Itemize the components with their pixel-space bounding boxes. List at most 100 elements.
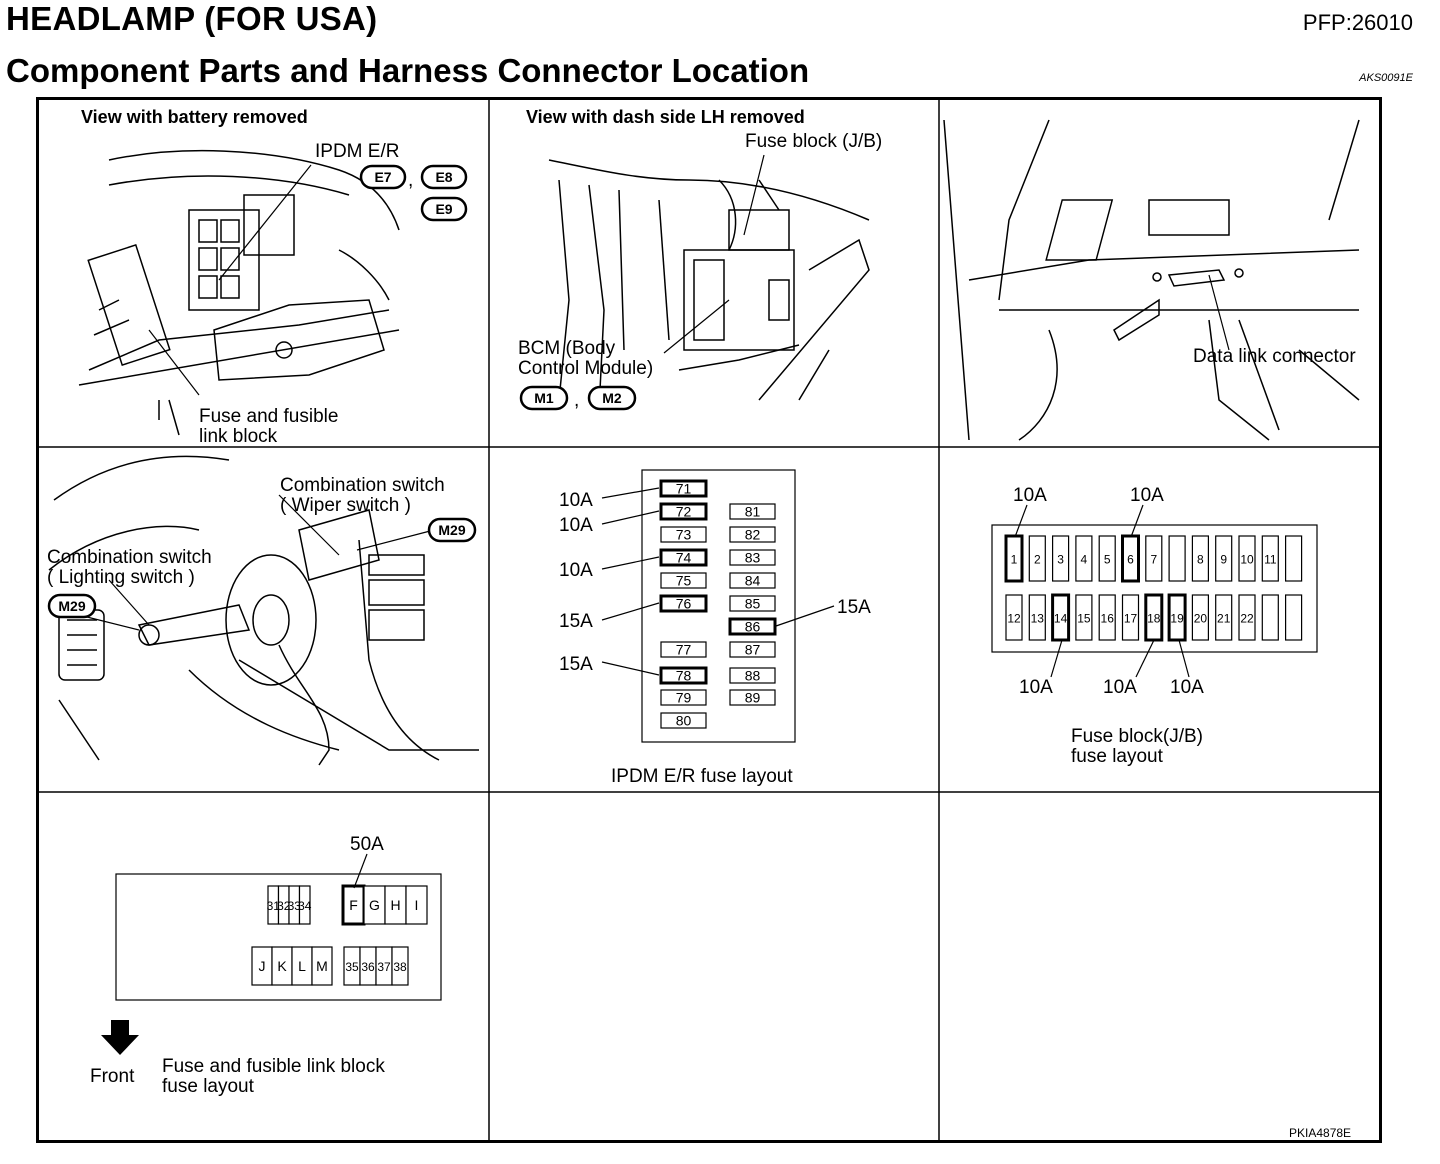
fuse-block-jb-leader (743, 154, 765, 236)
fusible-caption-2: fuse layout (162, 1076, 255, 1097)
connector-m29-left: M29 (47, 593, 97, 619)
section-code: AKS0091E (1359, 72, 1413, 84)
fuse-79: 79 (660, 689, 707, 706)
fuse-84: 84 (729, 572, 776, 589)
svg-text:H: H (390, 897, 400, 913)
svg-text:3: 3 (1057, 553, 1064, 567)
svg-text:36: 36 (361, 960, 375, 974)
link-M: M (311, 946, 333, 986)
jb-fuse-5: 5 (1098, 535, 1116, 582)
front-arrow-icon (101, 1020, 139, 1055)
link-H: H (384, 885, 407, 925)
ipdm-ratings: 10A 10A 10A 15A 15A 15A (559, 487, 871, 676)
wiper-leader (278, 494, 340, 556)
svg-text:M29: M29 (58, 598, 85, 614)
svg-text:F: F (349, 897, 358, 913)
svg-text:M: M (316, 958, 328, 974)
jb-caption-2: fuse layout (1071, 746, 1164, 767)
ipdm-caption: IPDM E/R fuse layout (611, 766, 793, 787)
svg-text:77: 77 (676, 642, 692, 658)
svg-text:14: 14 (1054, 612, 1068, 626)
fuse-78: 78 (659, 666, 708, 685)
jb-fuse-22: 22 (1238, 594, 1256, 641)
fuse-71: 71 (659, 479, 708, 498)
connector-m1: M1 (519, 385, 569, 411)
jb-fuse-11: 11 (1261, 535, 1279, 582)
jb-fuse-3: 3 (1051, 535, 1070, 582)
jb-fuse-14: 14 (1051, 593, 1071, 642)
jb-caption-1: Fuse block(J/B) (1071, 726, 1203, 747)
svg-text:K: K (277, 958, 287, 974)
jb-fuse-17: 17 (1121, 594, 1140, 641)
jb-fuse-1: 1 (1004, 534, 1024, 583)
bcm-leader (663, 299, 730, 354)
fuse-block-label-1: Fuse and fusible (199, 406, 338, 427)
svg-text:21: 21 (1217, 612, 1231, 626)
jb-fuse-12: 12 (1005, 594, 1023, 641)
jb-fuse-6: 6 (1121, 534, 1140, 583)
svg-text:J: J (259, 958, 266, 974)
dlc-illustration (943, 119, 1360, 441)
rating-86: 15A (837, 597, 871, 618)
svg-text:12: 12 (1007, 612, 1021, 626)
rating-72: 10A (559, 515, 593, 536)
link-I: I (405, 885, 428, 925)
svg-text:33: 33 (288, 899, 302, 913)
svg-text:74: 74 (676, 550, 692, 566)
svg-text:73: 73 (676, 527, 692, 543)
jb-fuse-10: 10 (1238, 535, 1256, 582)
dlc-label: Data link connector (1193, 346, 1356, 367)
jb-fuse-9: 9 (1215, 535, 1233, 582)
svg-text:76: 76 (676, 596, 692, 612)
svg-text:84: 84 (745, 573, 761, 589)
fuse-77: 77 (660, 641, 707, 658)
svg-text:86: 86 (745, 619, 761, 635)
pfp-code: PFP:26010 (1302, 10, 1413, 35)
jb-fuse-15: 15 (1075, 594, 1093, 641)
svg-text:15: 15 (1077, 612, 1091, 626)
svg-text:16: 16 (1101, 612, 1115, 626)
link-37: 37 (375, 946, 393, 986)
link-36: 36 (359, 946, 377, 986)
link-G: G (363, 885, 386, 925)
fuse-80: 80 (660, 712, 707, 729)
jb-fuse-21: 21 (1215, 594, 1233, 641)
fuse-89: 89 (729, 689, 776, 706)
svg-text:82: 82 (745, 527, 761, 543)
m29-right-leader (356, 529, 435, 551)
jb-fuse-8: 8 (1191, 535, 1210, 582)
jb-fuse-4: 4 (1075, 535, 1093, 582)
page-subtitle: Component Parts and Harness Connector Lo… (6, 52, 810, 89)
panel-combination-switch: Combination switch ( Wiper switch ) Comb… (47, 455, 479, 766)
svg-text:10: 10 (1240, 553, 1254, 567)
panel1-title: View with battery removed (81, 107, 308, 127)
svg-text:M2: M2 (602, 390, 622, 406)
comma: , (574, 390, 579, 411)
bcm-label-1: BCM (Body (518, 338, 616, 359)
rating-76: 15A (559, 611, 593, 632)
diagram-canvas: View with battery removed IPDM E/R E7 , (39, 100, 1379, 1140)
svg-text:M29: M29 (438, 522, 465, 538)
fuse-block-label-2: link block (199, 426, 278, 447)
svg-text:87: 87 (745, 642, 761, 658)
diagram-frame: View with battery removed IPDM E/R E7 , (36, 97, 1382, 1143)
fuse-73: 73 (660, 526, 707, 543)
combo-lighting-label-1: Combination switch (47, 547, 212, 568)
svg-text:8: 8 (1197, 553, 1204, 567)
jb-fuse-19: 19 (1167, 593, 1187, 642)
svg-text:79: 79 (676, 690, 692, 706)
svg-text:78: 78 (676, 668, 692, 684)
front-label: Front (90, 1066, 135, 1087)
panel2-title: View with dash side LH removed (526, 107, 805, 127)
jb-fuse-13: 13 (1028, 594, 1046, 641)
svg-text:81: 81 (745, 504, 761, 520)
jb-fuse-blank-top-12 (1284, 535, 1303, 582)
svg-text:11: 11 (1264, 553, 1277, 567)
svg-text:7: 7 (1150, 553, 1157, 567)
steering-illustration (48, 455, 479, 766)
connector-e9: E9 (420, 196, 468, 222)
rating-18: 10A (1103, 677, 1137, 698)
jb-fuse-blank-bottom-12 (1284, 594, 1303, 641)
